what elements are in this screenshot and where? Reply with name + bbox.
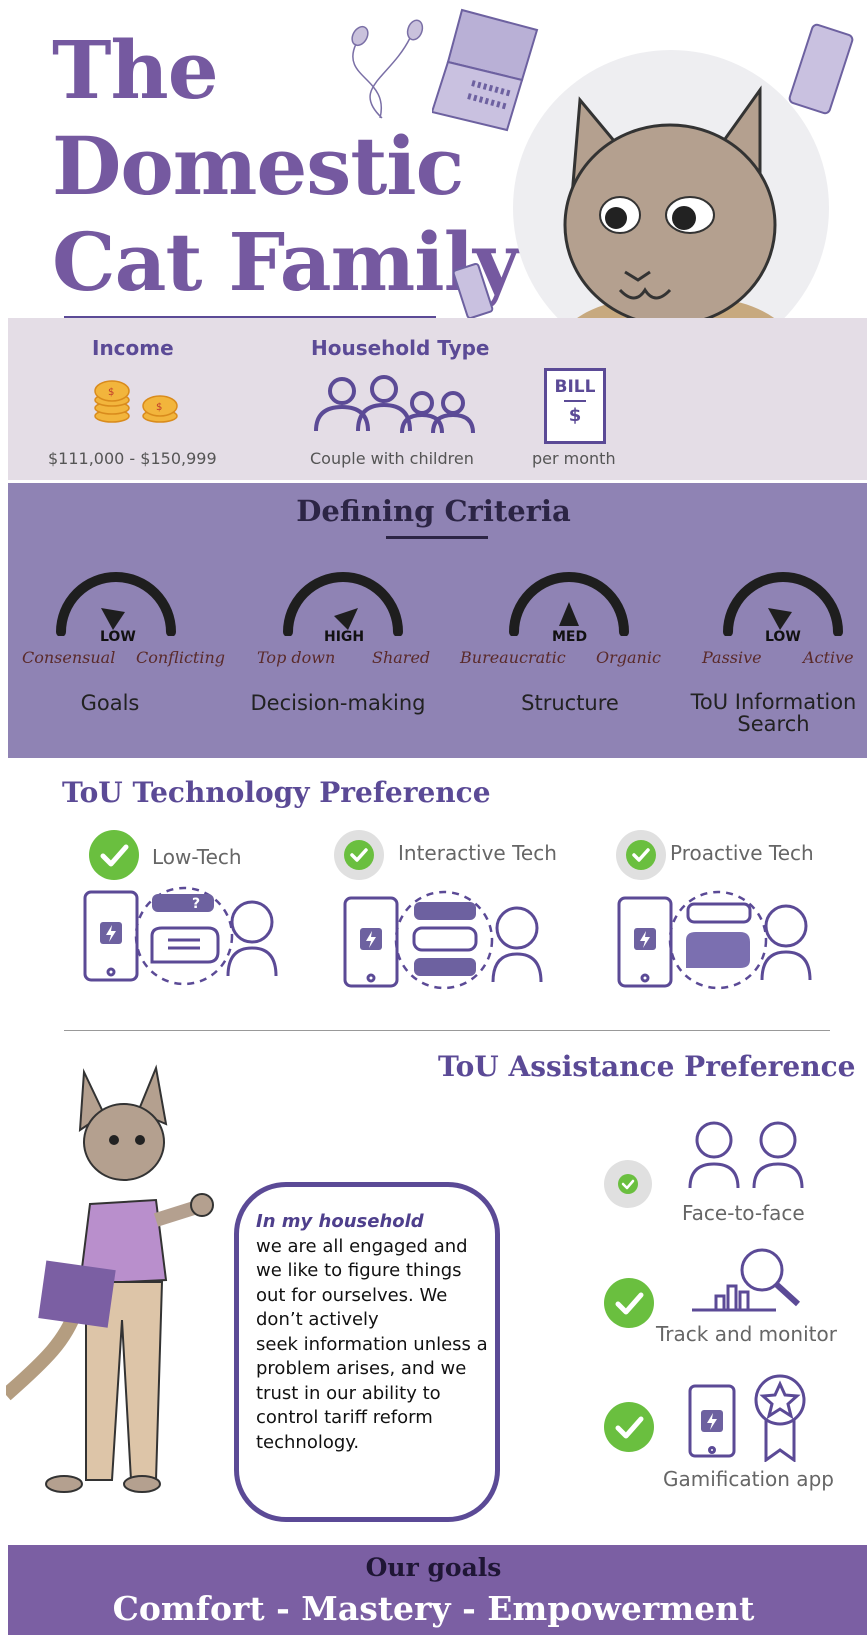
criteria-underline — [386, 536, 488, 539]
check-icon — [604, 1160, 652, 1208]
quote-bubble — [234, 1182, 500, 1522]
gauge-structure-left: Bureaucratic — [460, 648, 566, 667]
title-underline — [64, 316, 436, 318]
bill-value: per month — [532, 449, 616, 468]
cat-standing-illustration — [6, 1064, 214, 1493]
quote-line-8: control tariff reform — [256, 1407, 433, 1428]
quote-line-3: out for ourselves. We — [256, 1284, 448, 1306]
quote-line-1: we are all engaged and — [256, 1235, 468, 1257]
check-icon — [89, 830, 139, 880]
criteria-band — [8, 483, 867, 758]
laptop-icon — [432, 8, 539, 132]
quote-line-5: seek information unless a — [256, 1333, 488, 1355]
gauge-structure-right: Organic — [596, 648, 661, 667]
title-line-2: Domestic — [52, 119, 464, 213]
quote-line-7: trust in our ability to — [256, 1382, 441, 1404]
tech-proactive-label: Proactive Tech — [670, 841, 814, 865]
coins-icon: $ $ — [94, 380, 178, 423]
gamification-icon — [688, 1374, 806, 1462]
gauge-info-search-level: LOW — [765, 629, 801, 645]
quote-line-2: we like to figure things — [256, 1260, 462, 1281]
assist-track-label: Track and monitor — [656, 1322, 837, 1346]
title-line-3: Cat Family — [52, 215, 519, 309]
phone-icon — [452, 262, 494, 320]
svg-text:$: $ — [108, 387, 114, 398]
interactive-tech-illustration — [343, 890, 543, 990]
gauge-decision-right: Shared — [372, 648, 431, 667]
low-tech-illustration: ? — [83, 886, 278, 986]
check-icon — [604, 1278, 654, 1328]
divider — [64, 1030, 830, 1031]
gauge-info-search-right: Active — [803, 648, 854, 667]
bill-symbol: $ — [568, 405, 582, 426]
assist-gamification-label: Gamification app — [663, 1467, 834, 1491]
gauge-structure-level: MED — [552, 629, 588, 645]
tech-pref-heading: ToU Technology Preference — [62, 776, 491, 809]
quote-line-4: don’t actively — [256, 1309, 379, 1330]
gauge-structure-name: Structure — [521, 691, 619, 715]
proactive-tech-illustration — [617, 890, 812, 990]
goals-heading: Our goals — [365, 1553, 502, 1582]
gauge-decision-left: Top down — [257, 648, 336, 667]
goals-values: Comfort - Mastery - Empowerment — [112, 1589, 755, 1628]
svg-text:?: ? — [192, 896, 200, 912]
income-label: Income — [92, 336, 174, 360]
quote-lead: In my household — [256, 1211, 424, 1232]
gauge-goals-right: Conflicting — [136, 648, 226, 667]
gauge-goals-left: Consensual — [22, 648, 116, 667]
gauge-goals-level: LOW — [100, 629, 136, 645]
gauge-decision — [283, 572, 403, 636]
gauge-info-search-left: Passive — [702, 648, 762, 667]
title-line-1: The — [52, 23, 219, 117]
check-icon — [604, 1402, 654, 1452]
assist-face-label: Face-to-face — [682, 1201, 805, 1225]
criteria-heading: Defining Criteria — [296, 494, 571, 528]
income-value: $111,000 - $150,999 — [48, 449, 217, 468]
tech-interactive-label: Interactive Tech — [398, 841, 557, 865]
quote-text: In my household we are all engaged and w… — [256, 1210, 496, 1455]
bill-word: BILL — [554, 377, 596, 397]
gauge-info-search-name-line1: ToU Information — [690, 690, 857, 714]
household-type-value: Couple with children — [310, 449, 474, 468]
assist-pref-heading: ToU Assistance Preference — [438, 1050, 856, 1083]
gauge-goals-name: Goals — [80, 691, 140, 715]
goals-band — [8, 1545, 867, 1635]
check-icon — [616, 830, 666, 880]
family-icon — [314, 375, 475, 434]
gauge-goals — [56, 572, 176, 636]
gauge-info-search-name: ToU Information Search — [680, 691, 867, 735]
household-type-label: Household Type — [311, 336, 490, 360]
svg-text:$: $ — [156, 402, 162, 413]
quote-line-9: technology. — [256, 1431, 360, 1453]
earbuds-icon — [351, 19, 424, 119]
tablet-icon — [788, 23, 854, 115]
gauge-info-search-name-line2: Search — [737, 712, 810, 736]
magnifier-chart-icon — [692, 1248, 801, 1312]
face-to-face-icon — [688, 1121, 804, 1189]
gauge-structure — [509, 572, 629, 636]
bill-icon: BILL $ — [544, 368, 606, 444]
gauge-decision-name: Decision-making — [250, 691, 426, 715]
gauge-info-search — [723, 572, 843, 636]
quote-line-6: problem arises, and we — [256, 1358, 467, 1379]
check-icon — [334, 830, 384, 880]
tech-low-label: Low-Tech — [152, 845, 242, 869]
gauge-decision-level: HIGH — [324, 629, 365, 645]
